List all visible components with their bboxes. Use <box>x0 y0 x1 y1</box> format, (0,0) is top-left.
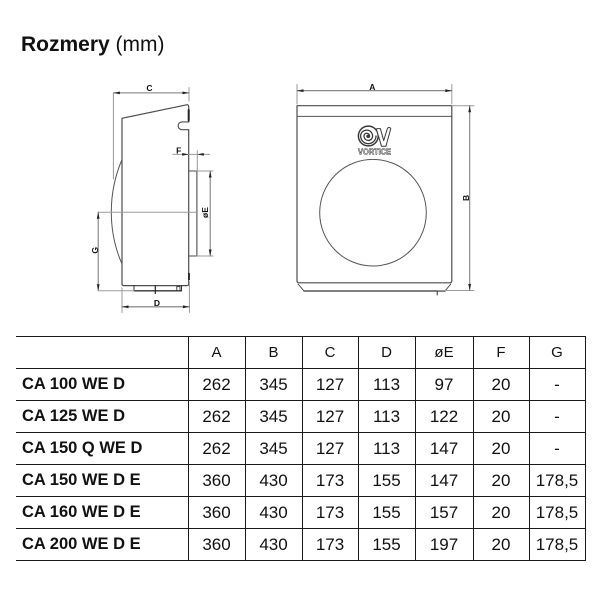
svg-text:VORTICE: VORTICE <box>358 148 392 157</box>
svg-text:B: B <box>461 195 471 201</box>
svg-text:A: A <box>369 82 375 92</box>
svg-text:F: F <box>176 145 181 155</box>
svg-text:C: C <box>146 83 152 93</box>
svg-text:G: G <box>90 247 100 254</box>
svg-text:D: D <box>154 298 160 308</box>
svg-text:øE: øE <box>200 207 210 218</box>
